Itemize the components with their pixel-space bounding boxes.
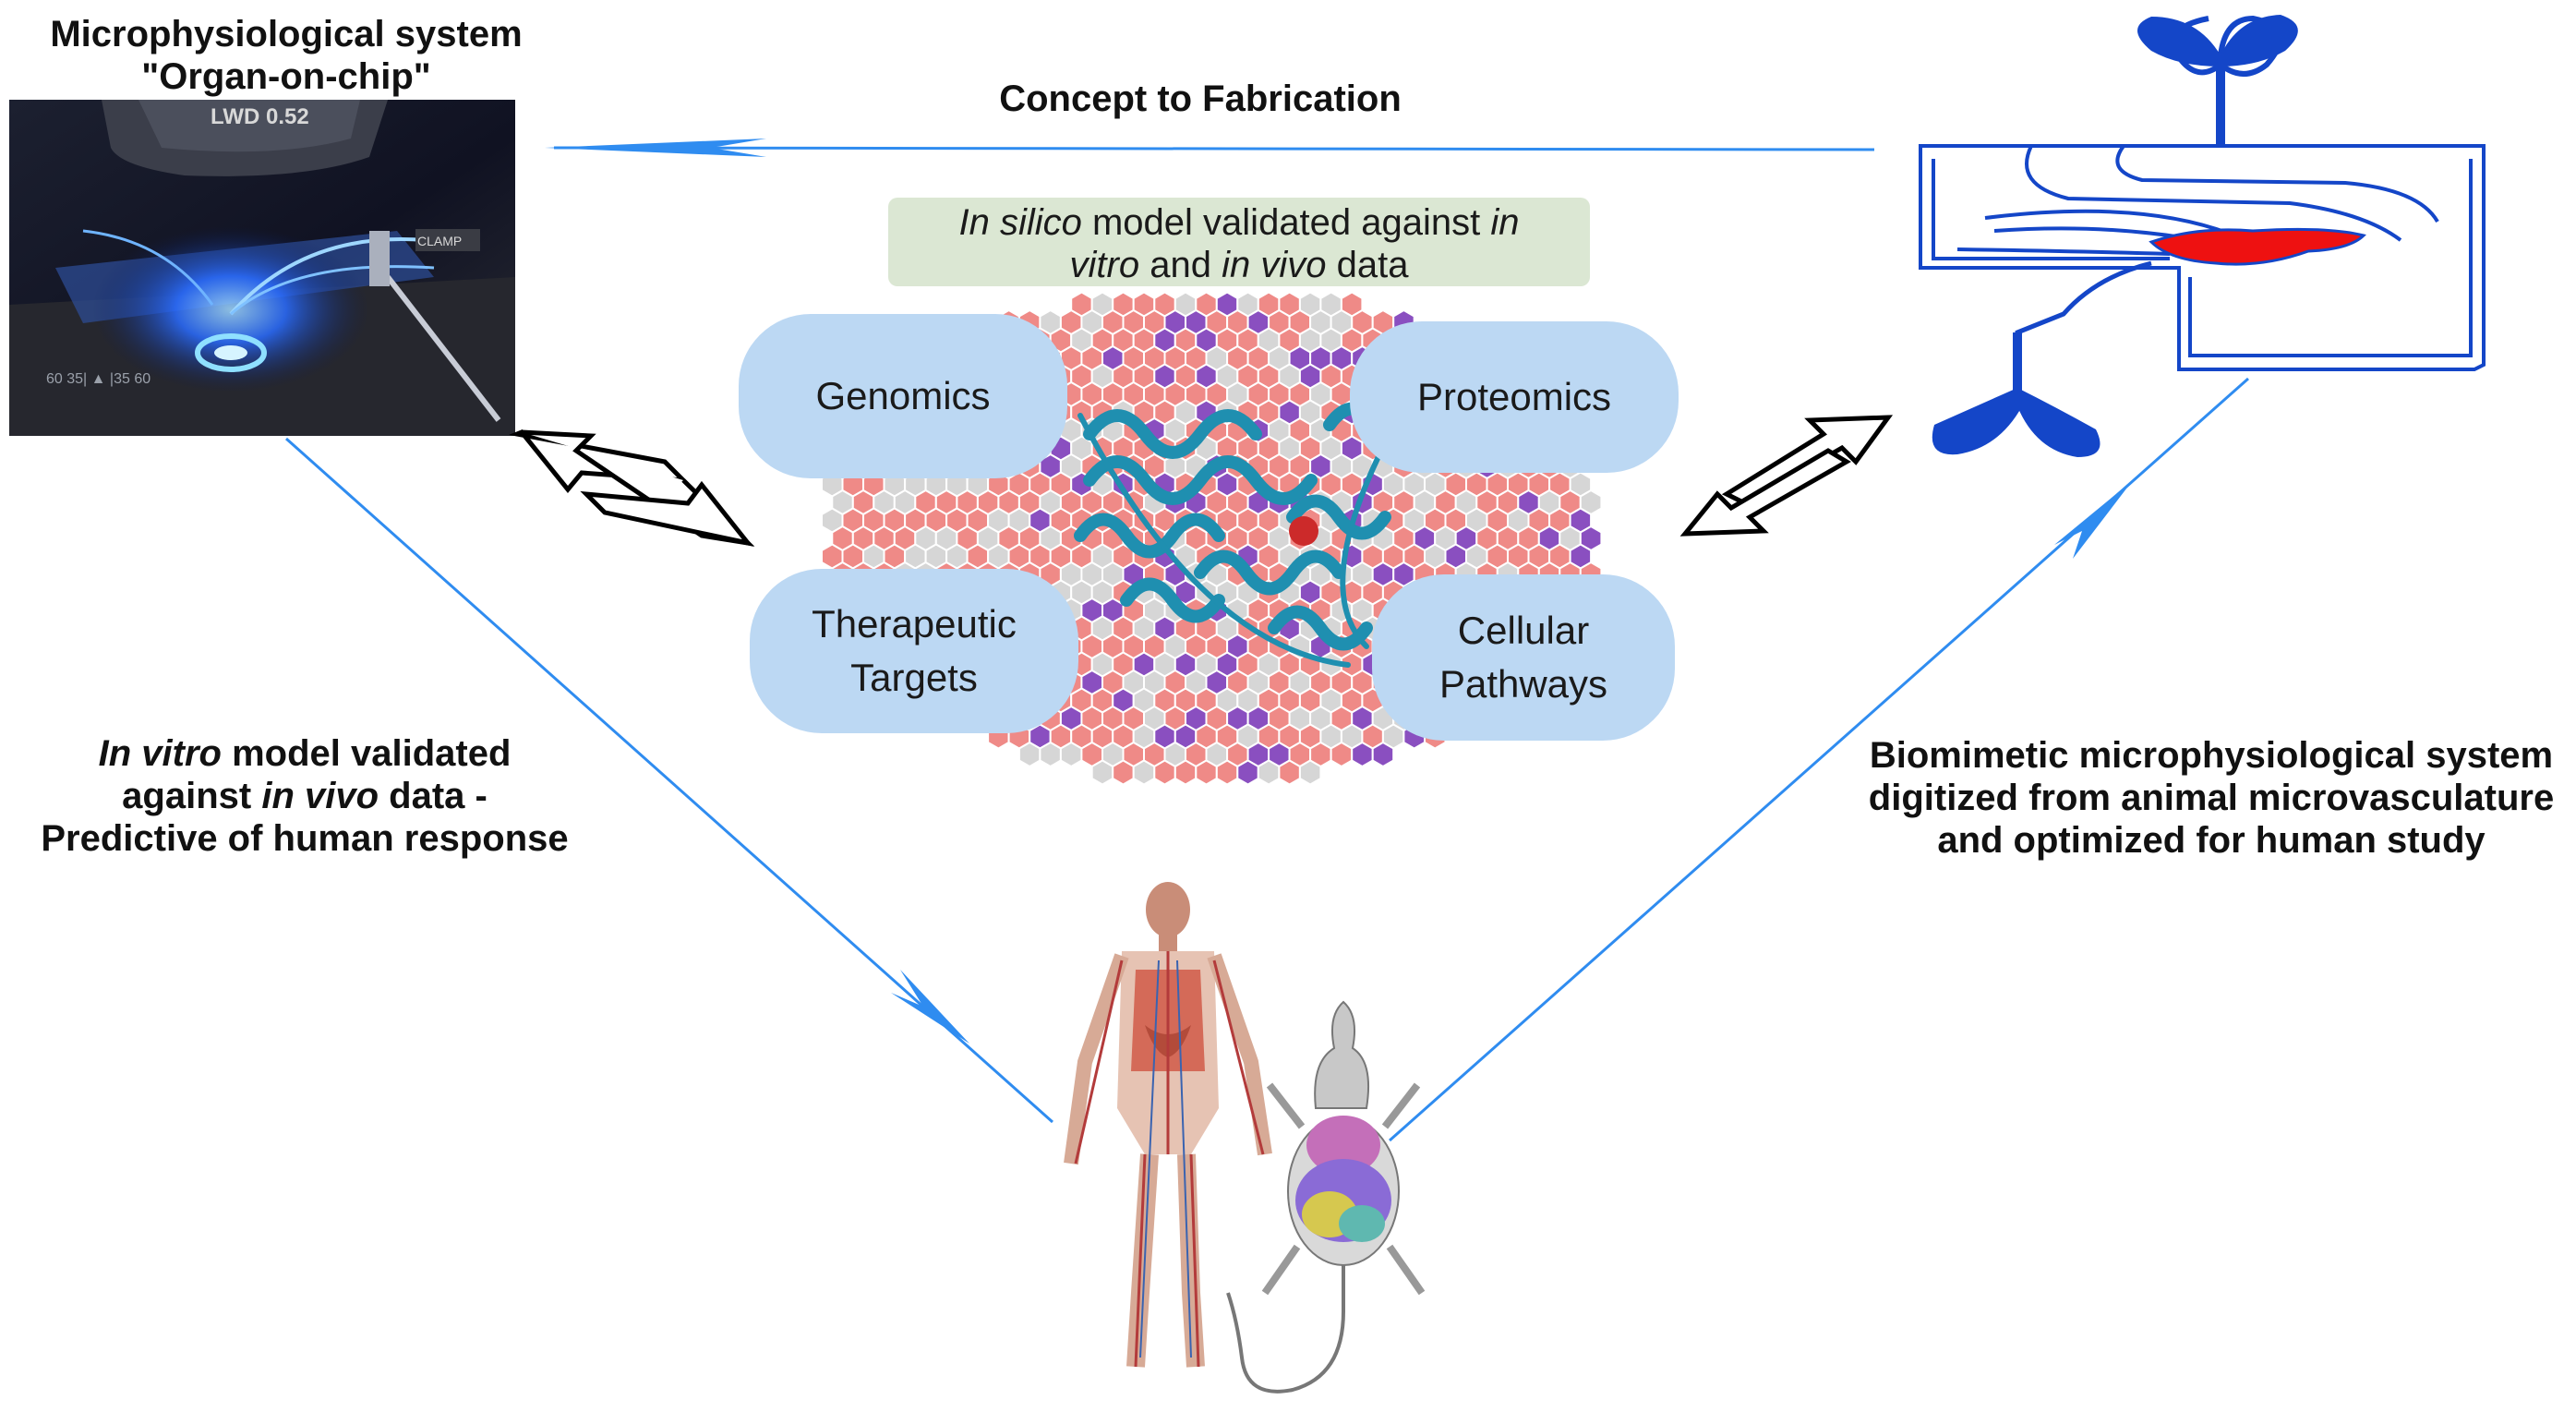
lens-label: LWD 0.52 [211, 104, 309, 129]
banner-line1: In silico model validated against in [888, 201, 1590, 244]
banner-text1: model validated against [1081, 202, 1491, 243]
left-diagonal-arrow [285, 437, 1053, 1124]
hex-cell [1090, 759, 1114, 786]
biomimetic-line2: digitized from animal microvasculature [1868, 778, 2555, 818]
hex-cell [1351, 741, 1374, 768]
concept-arrow [545, 139, 1875, 157]
chip-title-line1: Microphysiological system [50, 14, 523, 54]
hex-cell [1112, 759, 1135, 786]
hex-cell [1257, 759, 1281, 786]
hex-cell [1039, 741, 1062, 768]
double-arrow-icon [1679, 415, 1894, 537]
concept-label: Concept to Fabrication [999, 78, 1402, 119]
hex-cell [1132, 759, 1156, 786]
banner-italic2: in [1490, 202, 1520, 243]
hex-cell [1371, 741, 1395, 768]
cellular-label-line2: Pathways [1438, 662, 1608, 706]
hex-cell [1017, 741, 1041, 768]
in-vitro-line2: against in vivo data - [18, 775, 591, 817]
microfluidic-chip-icon [1919, 15, 2486, 397]
banner-italic3: vitro [1069, 245, 1140, 285]
therapeutic-label-line1: Therapeutic [812, 602, 1017, 646]
proteomics-label: Proteomics [1416, 375, 1612, 418]
hex-cell [1278, 759, 1301, 786]
clamp-label: CLAMP [417, 234, 462, 248]
right-diagonal-arrow [1389, 377, 2249, 1142]
genomics-pill: Genomics [739, 314, 1067, 478]
in-vitro-line1: In vitro model validated [18, 732, 591, 775]
chip-red-region [2149, 227, 2366, 266]
proteomics-pill: Proteomics [1350, 321, 1679, 473]
chip-title-line2: "Organ-on-chip" [141, 56, 431, 97]
microscope-photo: 60 35| ▲ |35 60 [9, 100, 515, 436]
in-vitro-label: In vitro model validated against in vivo… [18, 732, 591, 860]
hex-cell [1215, 759, 1239, 786]
cellular-label-line1: Cellular [1457, 609, 1590, 652]
double-arrow-icon [509, 428, 755, 547]
in-vitro-italic2: in vivo [261, 776, 379, 816]
in-vitro-text2a: against [122, 776, 262, 816]
svg-text:60 35| ▲ |35 60: 60 35| ▲ |35 60 [46, 371, 150, 387]
genomics-label: Genomics [815, 374, 991, 417]
cellular-pathways-pill: Cellular Pathways [1372, 574, 1675, 741]
banner-text2: and [1139, 245, 1222, 285]
in-vitro-italic1: In vitro [98, 733, 222, 774]
hex-cell [1236, 759, 1259, 786]
banner-text3: data [1326, 245, 1409, 285]
banner-italic4: in vivo [1222, 245, 1327, 285]
biomimetic-label: Biomimetic microphysiological system dig… [1847, 734, 2576, 862]
chip-title: Microphysiological system "Organ-on-chip… [9, 13, 563, 98]
in-vitro-text2b: data - [379, 776, 488, 816]
chip-inlet-lobes [2137, 15, 2298, 144]
in-vitro-text1: model validated [221, 733, 512, 774]
therapeutic-targets-pill: Therapeutic Targets [750, 569, 1078, 733]
hex-cell [1059, 741, 1083, 768]
in-vitro-line3: Predictive of human response [41, 818, 569, 859]
hex-cell [1174, 759, 1198, 786]
biomimetic-line3: and optimized for human study [1937, 820, 2486, 861]
hex-cell [1298, 759, 1322, 786]
banner-line2: vitro and in vivo data [888, 244, 1590, 286]
therapeutic-label-line2: Targets [850, 656, 978, 699]
human-anatomy-icon [1064, 882, 1272, 1368]
chip-outlet-lobes [1932, 332, 2101, 457]
ligand-sphere [1289, 516, 1318, 546]
rat-anatomy-icon [1226, 1000, 1426, 1394]
hex-cell [1330, 741, 1354, 768]
biomimetic-line1: Biomimetic microphysiological system [1869, 735, 2554, 776]
in-silico-banner: In silico model validated against in vit… [888, 198, 1590, 286]
banner-italic1: In silico [958, 202, 1082, 243]
hex-cell [1195, 759, 1218, 786]
hex-cell [1153, 759, 1176, 786]
